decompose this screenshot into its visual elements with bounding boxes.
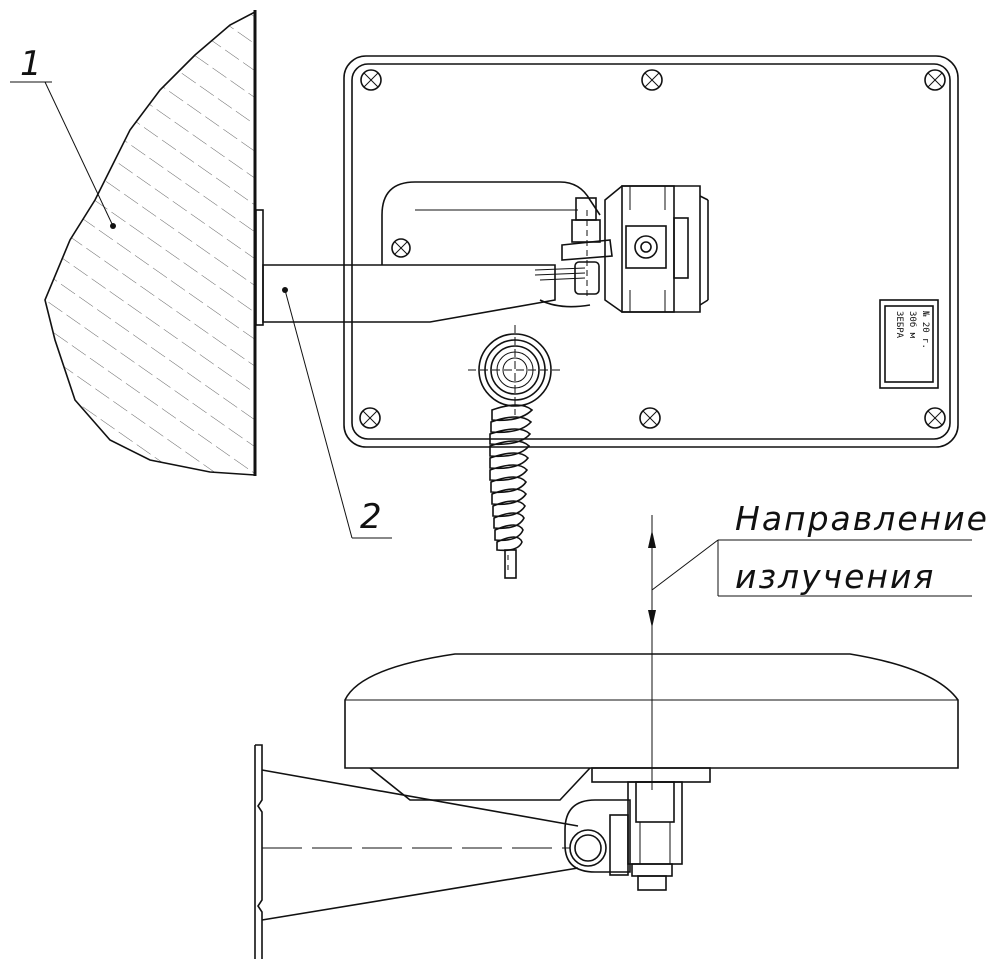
housing-side xyxy=(344,653,959,801)
corrugated-cable xyxy=(489,404,534,579)
radiation-direction: Направление излучения xyxy=(648,499,989,790)
mount-pocket xyxy=(381,181,601,308)
screw-icons xyxy=(359,69,946,429)
direction-label-line1: Направление xyxy=(735,499,989,538)
callout-1: 1 xyxy=(10,44,116,229)
callout-2-label: 2 xyxy=(360,497,382,537)
direction-label-line2: излучения xyxy=(735,557,935,596)
side-bracket xyxy=(254,744,579,959)
side-connector xyxy=(627,781,683,891)
nameplate-line2: 30б м xyxy=(907,311,918,339)
callout-2: 2 xyxy=(282,287,392,539)
nameplate-line3: № 20 г. xyxy=(920,310,930,349)
wall xyxy=(44,10,257,476)
housing-front xyxy=(343,55,959,448)
nameplate: ЗЕБРА 30б м № 20 г. xyxy=(879,299,939,389)
bracket-arm xyxy=(255,209,586,326)
connector-block xyxy=(604,185,709,313)
callout-1-label: 1 xyxy=(20,44,42,84)
swivel-joint xyxy=(561,197,613,300)
side-pivot xyxy=(564,799,631,876)
nameplate-line1: ЗЕБРА xyxy=(894,311,904,339)
cable-gland xyxy=(468,325,560,415)
